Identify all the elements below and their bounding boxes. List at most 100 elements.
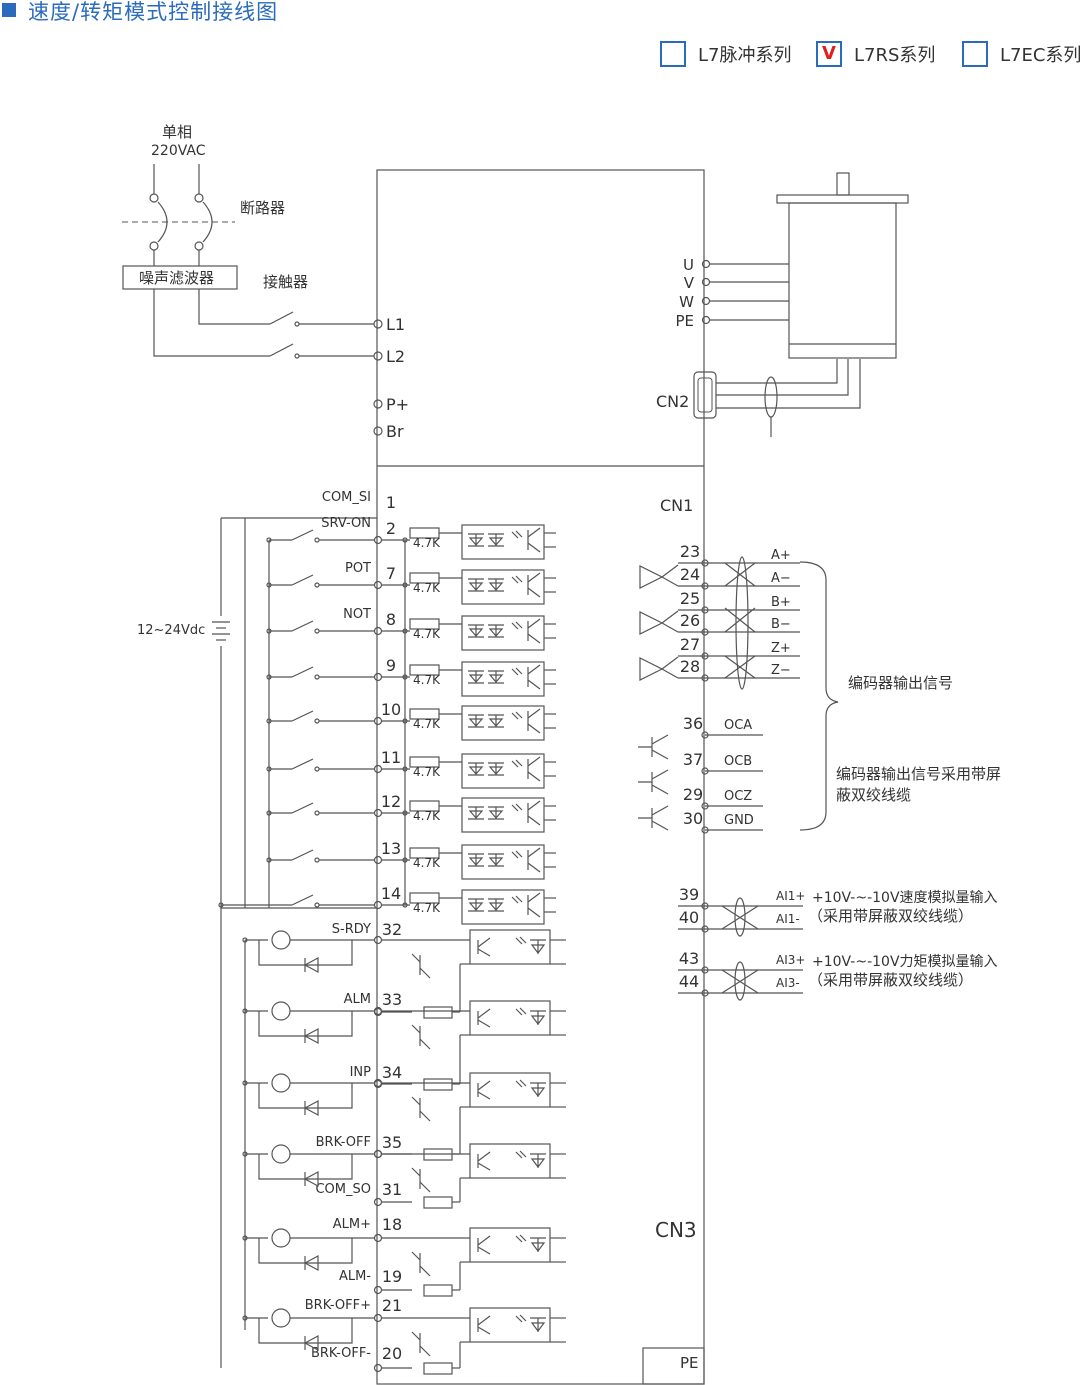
- switch-contact: [314, 628, 320, 634]
- checkbox[interactable]: [660, 41, 686, 67]
- filter-label: 噪声滤波器: [139, 269, 214, 287]
- phototransistor-icon: [477, 1235, 491, 1255]
- twisted-pair-icon: [721, 905, 759, 930]
- encoder-cable-note-1: 编码器输出信号采用带屏: [836, 765, 1001, 783]
- switch-blade: [291, 894, 314, 906]
- pin-terminal: [701, 628, 709, 636]
- resistor-label: 4.7K: [413, 856, 441, 870]
- diode-icon: [303, 1334, 319, 1352]
- br-terminal: [373, 426, 383, 436]
- pin-terminal: [373, 900, 383, 910]
- transistor-icon: [411, 1024, 431, 1050]
- switch-contact: [314, 902, 320, 908]
- encoder-brace: [799, 561, 839, 831]
- input-pin-number: 8: [386, 610, 396, 629]
- option-l7rs[interactable]: V L7RS系列: [816, 38, 935, 70]
- pin-terminal: [373, 1285, 383, 1295]
- pin-terminal: [373, 855, 383, 865]
- analog-signal-label: AI1-: [776, 912, 800, 926]
- motor-terminal-label-pe: PE: [675, 312, 694, 330]
- analog-signal-label: AI3+: [776, 953, 805, 967]
- switch-blade: [291, 620, 314, 632]
- breaker-symbol: [122, 164, 235, 266]
- resistor: [423, 1196, 453, 1209]
- motor-terminal-label-u: U: [683, 256, 694, 274]
- oc-signal-label: GND: [724, 813, 754, 828]
- pe-box: [642, 1347, 705, 1385]
- checkbox[interactable]: V: [816, 41, 842, 67]
- resistor-label: 4.7K: [413, 536, 441, 550]
- relay-coil: [271, 1001, 291, 1021]
- switch-blade: [291, 574, 314, 586]
- optocoupler: [461, 889, 545, 925]
- light-arrows-icon: [511, 895, 523, 904]
- phototransistor-icon: [527, 892, 541, 918]
- driver-wire: [661, 656, 679, 670]
- light-arrows-icon: [511, 667, 523, 676]
- output-signal-label: BRK-OFF+: [305, 1298, 371, 1313]
- switch-blade: [291, 802, 314, 814]
- pin-terminal: [701, 652, 709, 660]
- p-plus-label: P+: [386, 395, 409, 414]
- l1-terminal: [373, 319, 383, 329]
- input-row: 104.7K: [266, 700, 556, 769]
- option-label: L7RS系列: [854, 45, 936, 66]
- light-arrows-icon: [515, 1314, 527, 1323]
- optocoupler: [461, 844, 545, 880]
- encoder-pin-number: 27: [680, 635, 700, 654]
- phototransistor-icon: [477, 937, 491, 957]
- analog-pin-number: 39: [679, 885, 699, 904]
- optocoupler: [469, 1072, 551, 1108]
- voltage-label: 220VAC: [151, 143, 206, 159]
- pin-terminal: [373, 1233, 383, 1243]
- light-arrows-icon: [511, 759, 523, 768]
- pin-terminal: [701, 802, 709, 810]
- resistor-label: 4.7K: [413, 717, 441, 731]
- noise-filter-box: [122, 265, 238, 290]
- phototransistor-icon: [477, 1008, 491, 1028]
- switch-contact: [314, 537, 320, 543]
- pin-terminal: [373, 935, 383, 945]
- led-icon: [530, 1317, 546, 1332]
- diode-icon: [303, 1027, 319, 1045]
- checkmark-icon: V: [822, 43, 836, 64]
- encoder-cable-note-2: 蔽双绞线缆: [836, 786, 911, 804]
- encoder-pin-number: 26: [680, 611, 700, 630]
- encoder-pin-number: 25: [680, 589, 700, 608]
- input-row: 94.7K: [266, 656, 556, 721]
- l2-label: L2: [386, 347, 405, 366]
- phototransistor-icon: [527, 800, 541, 826]
- checkbox[interactable]: [962, 41, 988, 67]
- resistor-label: 4.7K: [413, 765, 441, 779]
- input-pin-number: 2: [386, 519, 396, 538]
- output-block: [242, 1307, 566, 1375]
- contactor-label: 接触器: [263, 273, 308, 291]
- diode-icon: [303, 956, 319, 974]
- led-icon: [530, 1010, 546, 1025]
- input-pin-number: 12: [381, 792, 401, 811]
- output-block: [242, 1143, 566, 1209]
- phototransistor-icon: [527, 664, 541, 690]
- input-signal-label: POT: [345, 561, 371, 576]
- driver-body: [376, 169, 705, 1385]
- option-l7ec[interactable]: L7EC系列: [962, 38, 1080, 70]
- driver-wire: [661, 622, 679, 633]
- pin-terminal: [373, 580, 383, 590]
- resistor: [423, 1362, 453, 1375]
- breaker-label: 断路器: [240, 199, 285, 217]
- switch-blade: [291, 758, 314, 770]
- optocoupler: [469, 1000, 551, 1036]
- phototransistor-icon: [527, 527, 541, 553]
- output-pin-number: 21: [382, 1296, 402, 1315]
- optocoupler: [469, 1143, 551, 1179]
- analog-pin-number: 44: [679, 972, 699, 991]
- output-signal-label: COM_SO: [315, 1182, 371, 1197]
- pin-terminal: [373, 1313, 383, 1323]
- driver-wire: [661, 564, 679, 578]
- option-l7-pulse[interactable]: L7脉冲系列: [660, 38, 791, 70]
